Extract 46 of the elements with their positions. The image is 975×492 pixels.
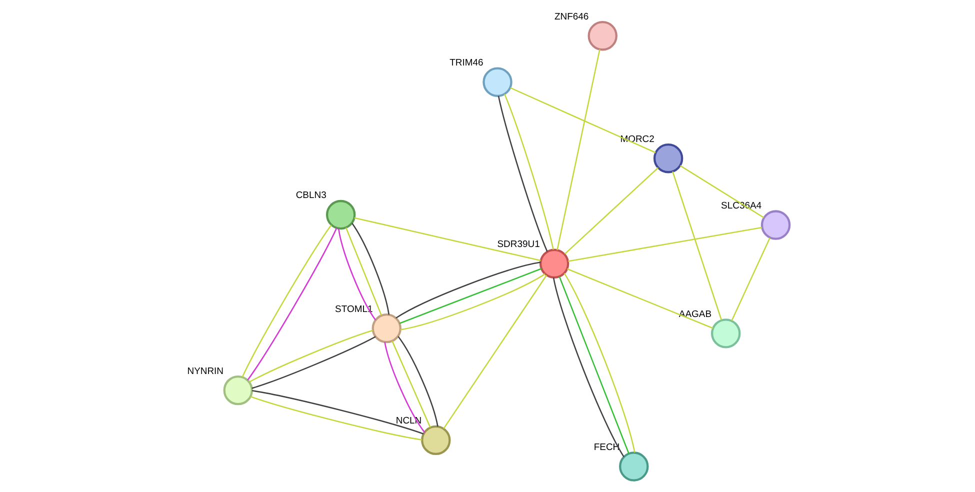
node-circle [760, 210, 790, 240]
connector [503, 94, 554, 250]
connector [442, 274, 547, 429]
node-circle [618, 452, 648, 482]
connector [564, 167, 658, 254]
node-circle [371, 313, 401, 344]
connector [556, 49, 600, 250]
node-circle [325, 200, 356, 230]
connector [250, 396, 422, 440]
connector [397, 336, 438, 427]
connector [398, 268, 542, 324]
node-circle [538, 248, 569, 279]
connector [510, 87, 656, 154]
connector [679, 165, 764, 218]
connector [552, 277, 624, 458]
node-label: CBLN3 [295, 190, 326, 202]
connector [354, 217, 540, 262]
connector [566, 268, 713, 329]
connector [337, 228, 376, 320]
connector [568, 226, 762, 262]
connector [384, 342, 425, 433]
node-circle [222, 375, 252, 406]
node-label: ZNF646 [554, 11, 588, 22]
connector [400, 273, 545, 330]
connector [497, 96, 548, 252]
connector [248, 330, 373, 382]
node-circle [652, 143, 683, 174]
connector [730, 238, 770, 321]
node-circle [482, 67, 512, 97]
node-circle [587, 21, 617, 51]
node-circle [420, 425, 450, 456]
connector [252, 390, 424, 434]
node-circle [710, 318, 740, 348]
node-label: AAGAB [678, 308, 712, 320]
connector [251, 336, 376, 389]
connector [351, 222, 390, 315]
node-label: SDR39U1 [496, 239, 540, 250]
connector [558, 276, 629, 454]
connector [672, 171, 722, 320]
connector [391, 340, 430, 428]
connector [344, 227, 382, 316]
connector [395, 262, 540, 319]
node-label: NYNRIN [186, 366, 224, 377]
node-label: FECH [593, 442, 620, 453]
connector [563, 272, 635, 453]
node-label: TRIM46 [449, 58, 483, 69]
